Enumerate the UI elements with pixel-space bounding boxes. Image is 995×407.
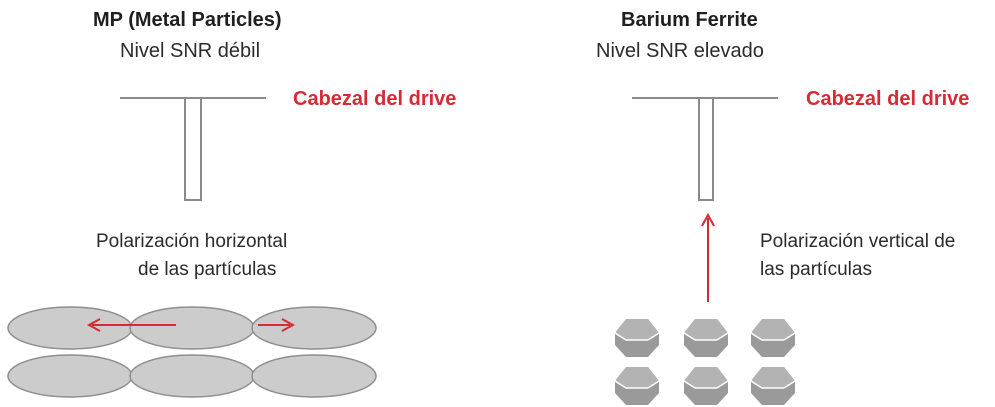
left-head-label: Cabezal del drive xyxy=(293,88,457,110)
left-head-stem xyxy=(184,97,202,201)
left-metal-particles xyxy=(7,306,377,398)
left-panel-subtitle: Nivel SNR débil xyxy=(120,40,261,62)
right-description-line1: Polarización vertical de xyxy=(760,231,956,252)
right-arrowhead xyxy=(281,318,296,332)
left-description-line2: de las partículas xyxy=(138,259,277,280)
ferrite-particle xyxy=(614,318,660,358)
left-drive-head xyxy=(120,97,266,201)
ferrite-particle xyxy=(614,366,660,406)
right-panel-title: Barium Ferrite xyxy=(621,9,758,31)
metal-particle xyxy=(251,354,377,398)
right-drive-head xyxy=(632,97,778,201)
up-arrowhead xyxy=(701,212,715,227)
metal-particle xyxy=(7,306,133,350)
horizontal-polarization-arrows xyxy=(86,318,296,332)
metal-particle xyxy=(7,354,133,398)
right-head-stem xyxy=(698,97,714,201)
ferrite-particle xyxy=(750,318,796,358)
vertical-polarization-arrow xyxy=(701,212,715,302)
right-panel-subtitle: Nivel SNR elevado xyxy=(596,40,764,62)
left-arrowhead xyxy=(86,318,101,332)
right-description-line2: las partículas xyxy=(760,259,872,280)
metal-particle xyxy=(129,354,255,398)
left-description-line1: Polarización horizontal xyxy=(96,231,288,252)
ferrite-particle xyxy=(683,366,729,406)
ferrite-particle xyxy=(750,366,796,406)
metal-particle xyxy=(251,306,377,350)
metal-particle xyxy=(129,306,255,350)
left-panel-title: MP (Metal Particles) xyxy=(93,9,282,31)
right-head-label: Cabezal del drive xyxy=(806,88,970,110)
barium-ferrite-particles xyxy=(614,318,796,406)
ferrite-particle xyxy=(683,318,729,358)
